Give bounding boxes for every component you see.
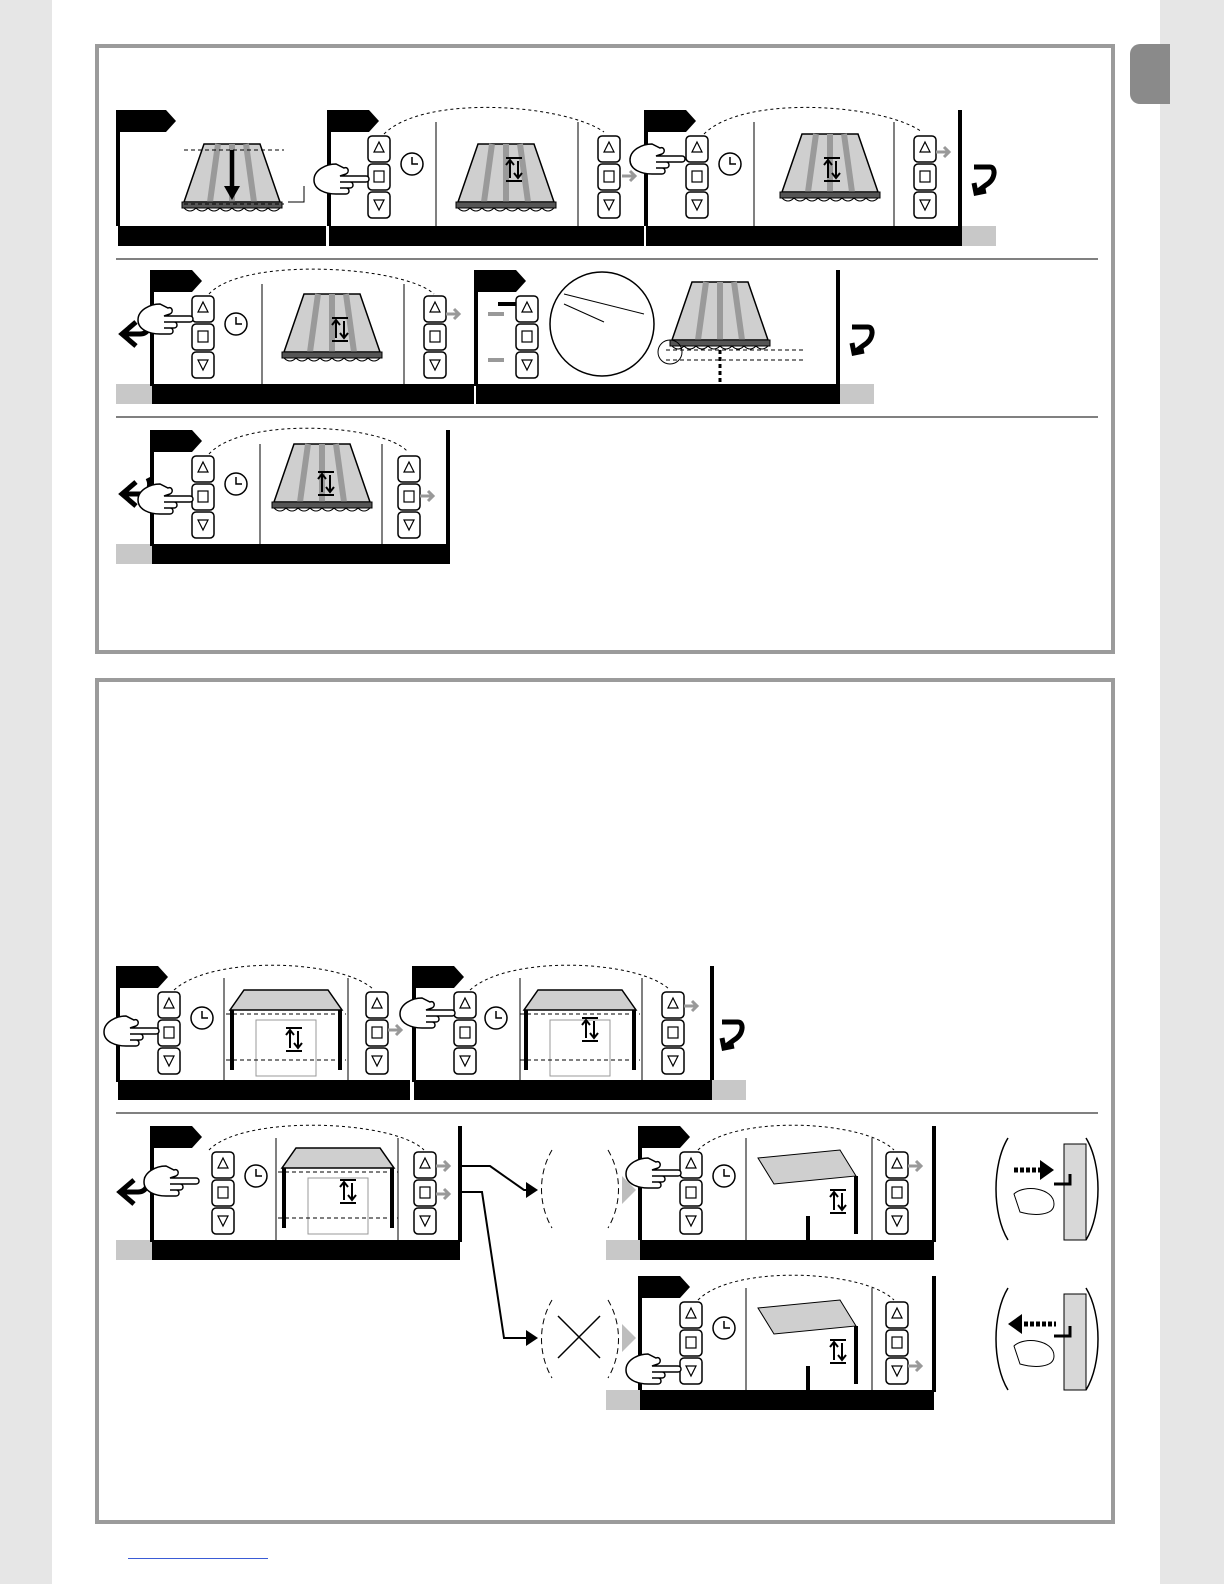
loop-continue-arrow-icon	[974, 167, 994, 193]
step-3	[630, 107, 996, 246]
step-2	[314, 107, 644, 246]
bottom-instruction-panel	[95, 678, 1115, 1524]
step-b	[400, 965, 746, 1100]
step-e	[606, 1275, 934, 1410]
step-1	[118, 110, 326, 246]
magnifier-detail-icon	[550, 272, 654, 376]
step-5	[476, 270, 874, 404]
cross-icon	[558, 1316, 600, 1358]
hex-key-icon	[996, 1288, 1098, 1390]
clock-icon	[401, 153, 423, 175]
step-4	[138, 269, 474, 404]
hand-press-icon	[314, 164, 369, 194]
step-d	[606, 1125, 934, 1260]
step-c	[144, 1125, 460, 1260]
language-tab	[1130, 44, 1170, 104]
pergola-icon	[226, 990, 346, 1076]
hex-key-icon	[996, 1138, 1098, 1240]
top-instruction-panel	[95, 44, 1115, 654]
step-a	[104, 965, 410, 1100]
step-6	[138, 428, 450, 564]
footer-link[interactable]	[128, 1558, 268, 1559]
bottom-panel-figure	[99, 682, 1111, 1520]
top-panel-figure	[99, 48, 1111, 650]
